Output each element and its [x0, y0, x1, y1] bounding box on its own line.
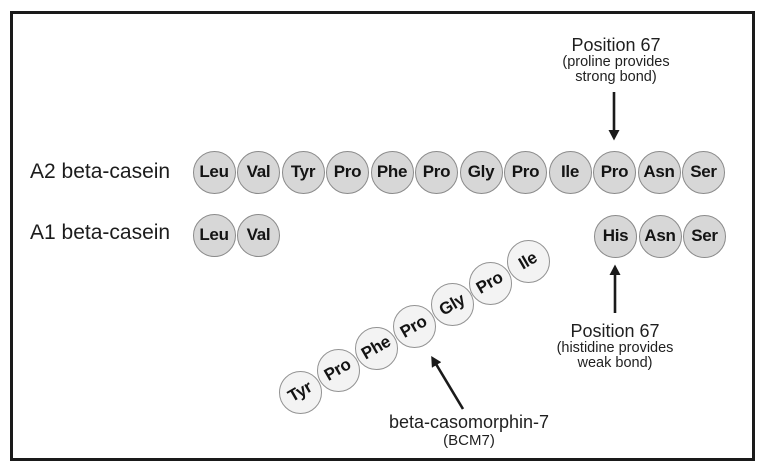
annotation-title: Position 67 — [571, 35, 661, 55]
residue-circle-phe: Phe — [354, 326, 398, 370]
residue-circle-leu: Leu — [192, 150, 236, 194]
annotation-position67-bottom: Position 67 (histidine provides weak bon… — [525, 321, 705, 371]
residue-circle-pro: Pro — [326, 150, 369, 194]
residue-label: His — [602, 226, 629, 245]
a1-row-label: A1 beta-casein — [30, 221, 171, 244]
residue-label: Phe — [357, 332, 394, 364]
residue-label: Tyr — [284, 377, 316, 406]
residue-label: Ser — [690, 162, 717, 181]
residue-label: Pro — [333, 162, 362, 181]
residue-circle-ile: Ile — [548, 150, 592, 194]
residue-circle-leu: Leu — [192, 213, 236, 257]
a2-row-label: A2 beta-casein — [30, 160, 171, 183]
annotation-title: Position 67 — [570, 321, 660, 341]
residue-circle-asn: Asn — [638, 214, 682, 258]
residue-circle-ser: Ser — [682, 150, 725, 194]
residue-label: Ile — [560, 162, 579, 181]
residue-circle-pro: Pro — [468, 261, 512, 305]
residue-circle-ser: Ser — [683, 214, 726, 258]
residue-label: Phe — [376, 162, 408, 181]
residue-label: Gly — [435, 289, 468, 320]
annotation-title: beta-casomorphin-7 — [388, 412, 550, 432]
residue-label: Asn — [644, 226, 676, 245]
residue-label: Tyr — [290, 162, 316, 181]
residue-circle-phe: Phe — [370, 150, 414, 194]
residue-circle-gly: Gly — [459, 150, 503, 194]
residue-label: Leu — [199, 225, 229, 244]
residue-label: Val — [246, 162, 271, 181]
annotation-line: strong bond) — [575, 69, 657, 85]
annotation-line: weak bond) — [577, 355, 653, 371]
residue-label: Pro — [422, 162, 451, 181]
residue-circle-tyr: Tyr — [281, 150, 325, 194]
annotation-line: (proline provides — [562, 54, 670, 70]
residue-circle-gly: Gly — [430, 283, 474, 327]
residue-circle-tyr: Tyr — [278, 370, 322, 414]
residue-label: Pro — [397, 311, 431, 342]
residue-label: Val — [246, 225, 271, 244]
residue-circle-val: Val — [237, 150, 280, 194]
residue-label: Pro — [473, 267, 507, 298]
residue-label: Ile — [515, 248, 541, 274]
annotation-subtitle: (BCM7) — [443, 432, 495, 449]
residue-label: Ser — [691, 226, 718, 245]
residue-circle-pro: Pro — [392, 305, 436, 349]
annotation-bcm7: beta-casomorphin-7 (BCM7) — [369, 412, 569, 450]
residue-circle-asn: Asn — [637, 150, 681, 194]
residue-circle-pro: Pro — [415, 150, 458, 194]
residue-label: Pro — [511, 162, 540, 181]
annotation-line: (histidine provides — [556, 340, 674, 356]
residue-circle-pro: Pro — [593, 150, 636, 194]
residue-circle-pro: Pro — [316, 348, 360, 392]
annotation-position67-top: Position 67 (proline provides strong bon… — [526, 35, 706, 85]
residue-label: Leu — [199, 162, 229, 181]
residue-circle-his: His — [594, 214, 637, 258]
residue-label: Pro — [321, 354, 355, 385]
residue-label: Asn — [643, 162, 675, 181]
diagram-border — [10, 11, 755, 461]
residue-label: Gly — [467, 162, 495, 181]
residue-circle-pro: Pro — [504, 150, 547, 194]
residue-circle-ile: Ile — [506, 239, 550, 283]
residue-label: Pro — [600, 162, 629, 181]
residue-circle-val: Val — [237, 213, 280, 257]
